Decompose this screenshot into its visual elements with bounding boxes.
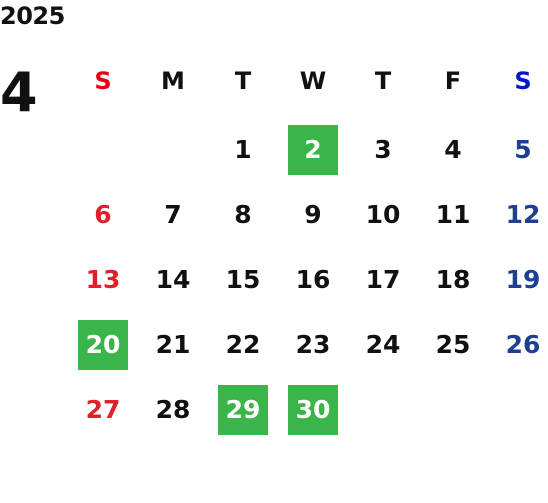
day-cell[interactable]: 24	[348, 320, 418, 370]
day-cell-highlighted[interactable]: 20	[68, 320, 138, 370]
day-number: 26	[505, 330, 541, 359]
day-cell	[488, 385, 548, 435]
day-number: 25	[435, 330, 471, 359]
day-number: 13	[85, 265, 121, 294]
day-number: 2	[288, 125, 338, 175]
day-cell[interactable]: 22	[208, 320, 278, 370]
day-cell[interactable]: 21	[138, 320, 208, 370]
day-number: 24	[365, 330, 401, 359]
day-cell[interactable]: 18	[418, 255, 488, 305]
day-number: 27	[85, 395, 121, 424]
weekday-friday: F	[444, 67, 462, 95]
day-cell[interactable]: 3	[348, 125, 418, 175]
day-cell[interactable]: 25	[418, 320, 488, 370]
day-number: 16	[295, 265, 331, 294]
day-cell[interactable]: 23	[278, 320, 348, 370]
year-label: 2025	[0, 2, 65, 30]
weekday-monday: M	[161, 67, 185, 95]
day-number: 14	[155, 265, 191, 294]
day-number: 4	[444, 135, 462, 164]
day-cell[interactable]: 11	[418, 190, 488, 240]
day-cell[interactable]: 17	[348, 255, 418, 305]
day-number: 12	[505, 200, 541, 229]
day-number: 18	[435, 265, 471, 294]
day-number: 10	[365, 200, 401, 229]
day-cell[interactable]: 8	[208, 190, 278, 240]
day-number: 7	[164, 200, 182, 229]
day-cell[interactable]: 12	[488, 190, 548, 240]
weekday-tuesday: T	[234, 67, 252, 95]
day-number: 20	[78, 320, 128, 370]
day-cell[interactable]: 1	[208, 125, 278, 175]
day-cell[interactable]: 15	[208, 255, 278, 305]
day-cell[interactable]: 26	[488, 320, 548, 370]
day-number: 23	[295, 330, 331, 359]
day-number: 11	[435, 200, 471, 229]
week-row-4: 20 21 22 23 24 25 26	[68, 320, 548, 370]
day-cell-highlighted[interactable]: 2	[278, 125, 348, 175]
day-cell[interactable]: 14	[138, 255, 208, 305]
day-cell[interactable]: 5	[488, 125, 548, 175]
week-row-5: 27 28 29 30	[68, 385, 548, 435]
day-cell[interactable]: 9	[278, 190, 348, 240]
day-number: 28	[155, 395, 191, 424]
week-row-3: 13 14 15 16 17 18 19	[68, 255, 548, 305]
day-number: 19	[505, 265, 541, 294]
day-number	[148, 125, 198, 175]
weekday-header-row: S M T W T F S	[68, 64, 548, 98]
day-cell	[68, 125, 138, 175]
weekday-wednesday: W	[299, 67, 327, 95]
day-cell-highlighted[interactable]: 29	[208, 385, 278, 435]
day-cell	[418, 385, 488, 435]
day-cell[interactable]: 13	[68, 255, 138, 305]
day-number: 17	[365, 265, 401, 294]
day-number	[498, 385, 548, 435]
day-cell-highlighted[interactable]: 30	[278, 385, 348, 435]
day-number: 1	[234, 135, 252, 164]
day-number: 8	[234, 200, 252, 229]
month-label: 4	[0, 61, 38, 124]
day-cell[interactable]: 7	[138, 190, 208, 240]
day-cell[interactable]: 4	[418, 125, 488, 175]
day-number: 6	[94, 200, 112, 229]
day-cell[interactable]: 28	[138, 385, 208, 435]
weekday-saturday: S	[514, 67, 532, 95]
weekday-sunday: S	[94, 67, 112, 95]
day-number: 3	[374, 135, 392, 164]
weekday-thursday: T	[374, 67, 392, 95]
day-number: 21	[155, 330, 191, 359]
day-number	[428, 385, 478, 435]
day-number	[358, 385, 408, 435]
day-number: 29	[218, 385, 268, 435]
day-cell	[138, 125, 208, 175]
week-row-2: 6 7 8 9 10 11 12	[68, 190, 548, 240]
day-cell[interactable]: 27	[68, 385, 138, 435]
day-number	[78, 125, 128, 175]
day-number: 22	[225, 330, 261, 359]
day-cell	[348, 385, 418, 435]
day-number: 30	[288, 385, 338, 435]
day-cell[interactable]: 19	[488, 255, 548, 305]
day-cell[interactable]: 16	[278, 255, 348, 305]
day-number: 15	[225, 265, 261, 294]
day-number: 5	[514, 135, 532, 164]
day-cell[interactable]: 10	[348, 190, 418, 240]
day-number: 9	[304, 200, 322, 229]
day-cell[interactable]: 6	[68, 190, 138, 240]
week-row-1: 1 2 3 4 5	[68, 125, 548, 175]
